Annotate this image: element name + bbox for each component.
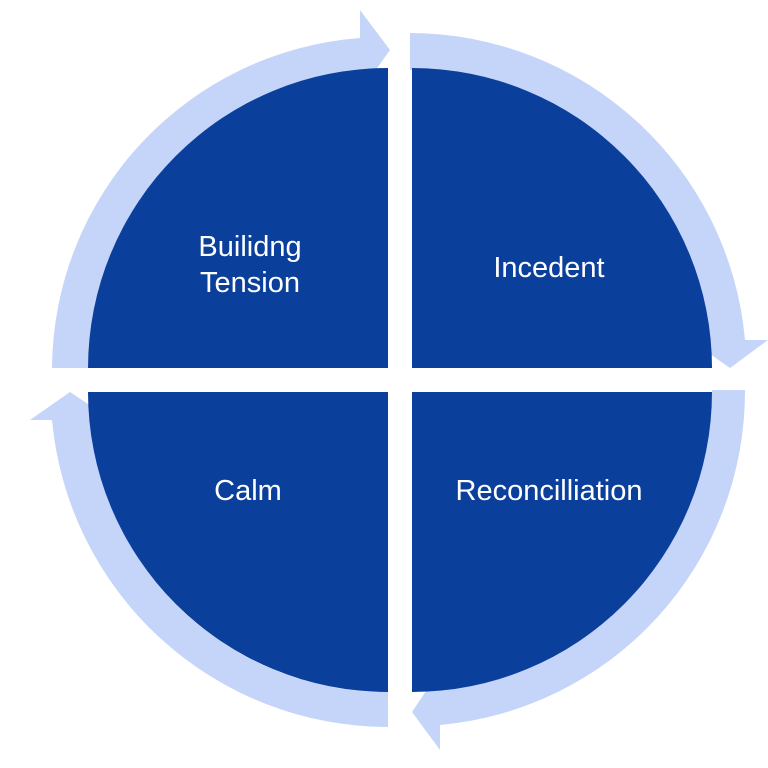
quadrant-bottom-right [412, 392, 712, 692]
quadrant-top-left [88, 68, 388, 368]
stage-label-reconciliation: Reconcilliation [389, 473, 709, 509]
stage-label-line: Tension [200, 267, 300, 299]
stage-label-line: Builidng [198, 231, 302, 263]
quadrant-top-right [412, 68, 712, 368]
stage-label-line: Incedent [493, 252, 605, 284]
arrow-bottom-right [412, 390, 746, 750]
arrow-bottom-left [30, 392, 388, 727]
stage-label-calm: Calm [88, 473, 408, 509]
arrow-top-right [410, 33, 768, 368]
stage-label-line: Calm [214, 475, 282, 507]
arrow-top-left [52, 10, 390, 368]
stage-label-building-tension: Builidng Tension [90, 229, 410, 301]
stage-label-line: Reconcilliation [455, 475, 643, 507]
stage-label-incident: Incedent [389, 250, 709, 286]
quadrant-bottom-left [88, 392, 388, 692]
